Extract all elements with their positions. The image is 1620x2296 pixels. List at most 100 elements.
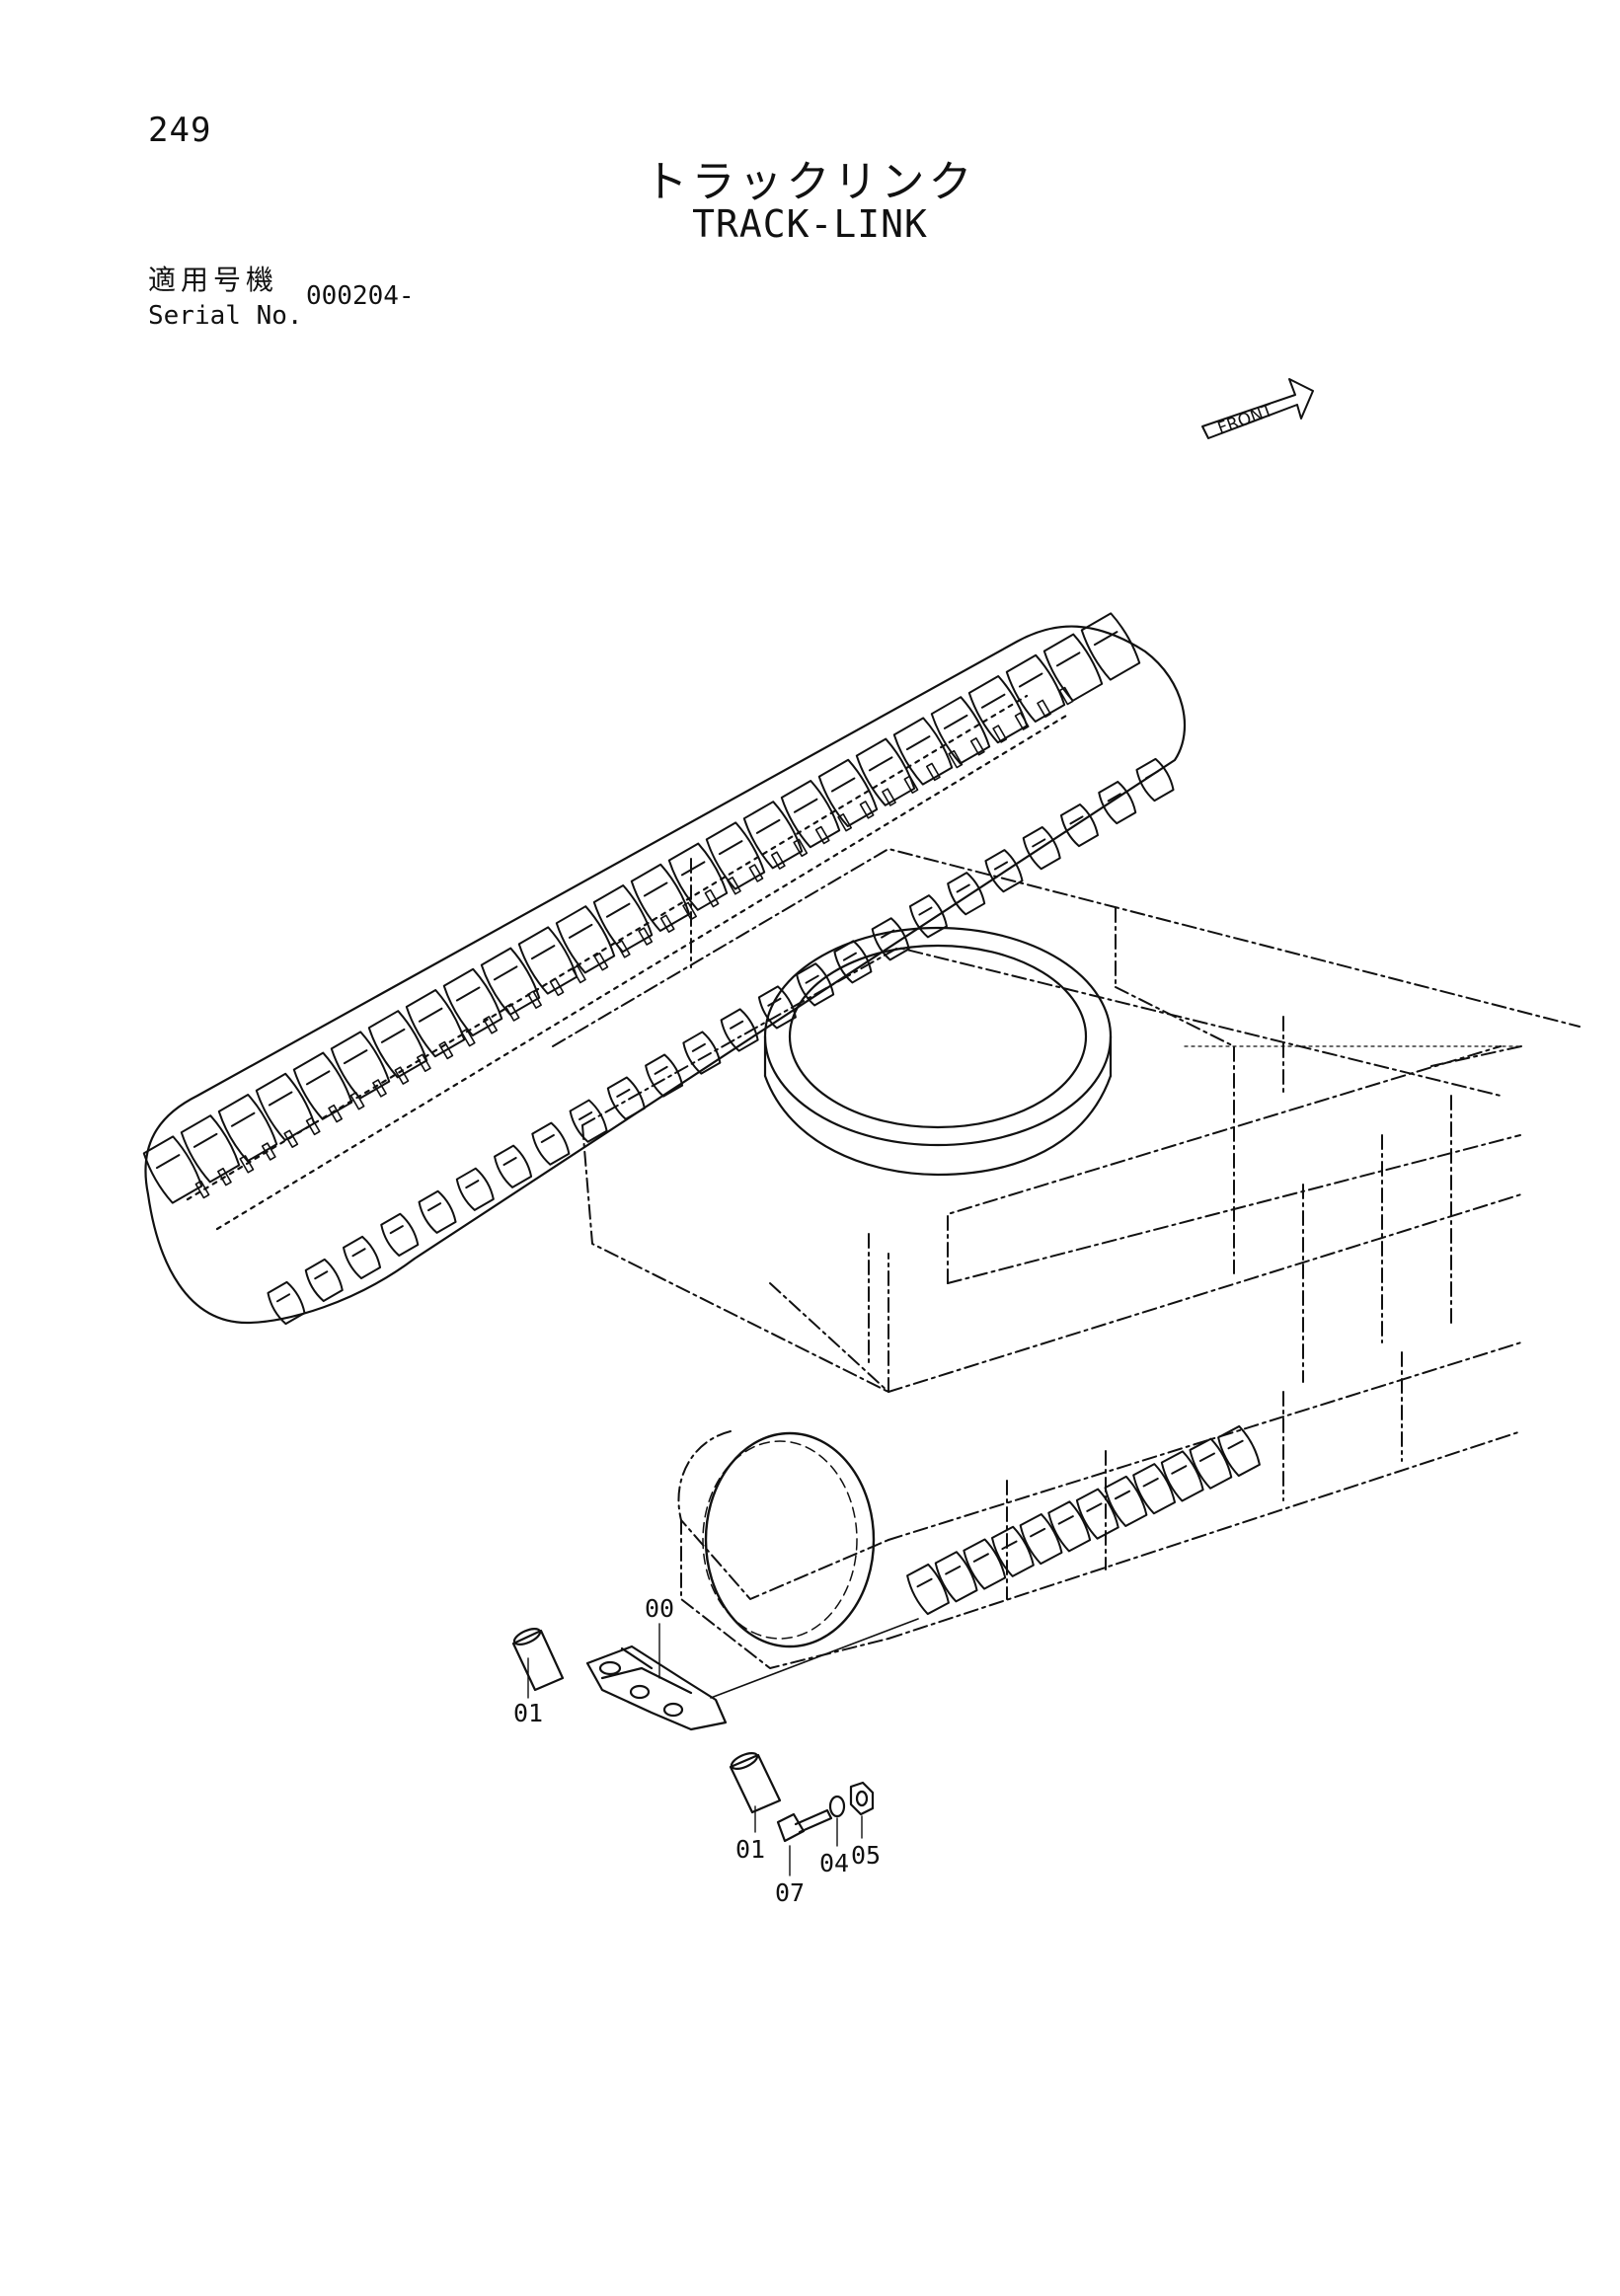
- track-shoe: [906, 1563, 950, 1616]
- track-shoe: [442, 967, 503, 1037]
- track-link-tooth: [261, 1142, 276, 1161]
- track-link-tooth: [903, 775, 919, 794]
- track-link-tooth: [948, 749, 964, 769]
- track-shoe: [405, 988, 466, 1058]
- track-link-tooth: [217, 1167, 232, 1186]
- callout-00: 00: [645, 1594, 674, 1623]
- track-link-tooth: [1014, 712, 1030, 730]
- track-link-tooth: [372, 1079, 387, 1098]
- track-shoe: [342, 1235, 382, 1280]
- track-link-tooth: [239, 1155, 255, 1174]
- track-shoe: [892, 717, 954, 786]
- serial-number-value: 000204-: [306, 281, 415, 311]
- track-shoe: [720, 1008, 759, 1052]
- track-link-tooth: [194, 1180, 210, 1199]
- track-link-tooth: [770, 851, 786, 870]
- track-shoe: [1132, 1463, 1177, 1515]
- track-shoe: [517, 926, 579, 995]
- track-shoe: [984, 849, 1024, 893]
- track-link-tooth: [659, 914, 675, 933]
- track-link-tooth: [704, 888, 720, 908]
- callout-04: 04: [819, 1849, 849, 1877]
- track-shoe: [855, 737, 916, 806]
- track-link-tooth: [527, 990, 542, 1009]
- track-shoe: [1059, 803, 1100, 848]
- track-shoe: [1098, 780, 1137, 825]
- track-link-tooth: [727, 877, 741, 895]
- track-shoe: [1005, 653, 1066, 724]
- track-link-tooth: [682, 901, 697, 921]
- track-shoe: [330, 1031, 391, 1100]
- track-link-tooth: [859, 801, 875, 819]
- track-link-tooth: [504, 1003, 520, 1022]
- track-shoe: [1047, 1500, 1092, 1553]
- track-shoe: [555, 905, 616, 974]
- track-shoe: [180, 1114, 241, 1184]
- bolt-icon: [776, 1808, 833, 1843]
- callout-01-left: 01: [513, 1699, 543, 1727]
- exploded-parts: 00 01 01 07 04 05: [511, 1594, 919, 1907]
- track-link-tooth: [1058, 686, 1074, 706]
- track-shoe: [934, 1551, 978, 1603]
- track-shoe: [780, 779, 841, 849]
- callout-07: 07: [775, 1878, 805, 1907]
- track-shoe: [292, 1051, 353, 1120]
- track-link-tooth: [1037, 699, 1051, 719]
- serial-label-japanese: 適用号機: [148, 264, 279, 296]
- track-shoe: [1080, 612, 1141, 681]
- track-frame: [552, 848, 1581, 1669]
- track-link-tooth: [925, 762, 941, 782]
- pin-icon: [511, 1627, 565, 1692]
- track-shoe: [142, 1135, 203, 1204]
- track-shoe: [667, 842, 729, 911]
- serial-label-english: Serial No.: [148, 301, 303, 331]
- track-shoe: [947, 872, 986, 916]
- track-shoe: [606, 1076, 646, 1120]
- track-shoe: [796, 962, 835, 1007]
- idler-wheel: [702, 1431, 876, 1648]
- track-shoe: [1135, 757, 1175, 803]
- callout-01-right: 01: [735, 1835, 765, 1864]
- track-link-tooth: [394, 1066, 410, 1085]
- track-link-tooth: [615, 940, 631, 958]
- track-shoe: [592, 883, 654, 954]
- track-shoe: [1075, 1488, 1119, 1540]
- track-shoe: [930, 696, 991, 765]
- track-shoe: [967, 674, 1029, 744]
- track-shoe: [990, 1525, 1035, 1577]
- track-link-tooth: [814, 825, 830, 845]
- track-shoe: [531, 1121, 571, 1166]
- track-shoe: [682, 1031, 722, 1075]
- page-title-japanese: トラックリンク: [644, 157, 976, 207]
- track-link-tooth: [460, 1028, 476, 1047]
- page-title-english: TRACK-LINK: [692, 202, 928, 246]
- track-shoe: [705, 821, 766, 890]
- track-shoe: [1104, 1475, 1148, 1527]
- track-shoe: [1022, 826, 1061, 871]
- track-shoe: [817, 758, 879, 828]
- track-link-tooth: [328, 1104, 344, 1123]
- track-shoe: [480, 947, 541, 1016]
- page-number: 249: [148, 111, 212, 150]
- track-link-tooth: [748, 864, 764, 882]
- track-link-tooth: [992, 725, 1008, 743]
- track-shoe: [1042, 633, 1104, 702]
- track-link-tooth: [349, 1092, 365, 1110]
- track-shoe: [742, 801, 804, 870]
- track-link-tooth: [882, 788, 896, 806]
- track-shoe: [1217, 1424, 1261, 1478]
- track-shoe: [645, 1053, 684, 1098]
- track-shoe: [455, 1167, 495, 1211]
- track-shoe: [418, 1189, 457, 1234]
- track-shoe: [494, 1144, 533, 1188]
- track-link-tooth: [416, 1053, 431, 1073]
- track-shoe: [833, 940, 873, 984]
- track-link-tooth: [837, 812, 853, 832]
- track-link-tooth: [572, 964, 586, 984]
- track-shoe: [569, 1099, 608, 1143]
- track-link-tooth: [305, 1116, 321, 1136]
- track-shoe: [1160, 1450, 1204, 1502]
- track-shoe: [908, 894, 948, 939]
- track-shoe: [304, 1258, 344, 1303]
